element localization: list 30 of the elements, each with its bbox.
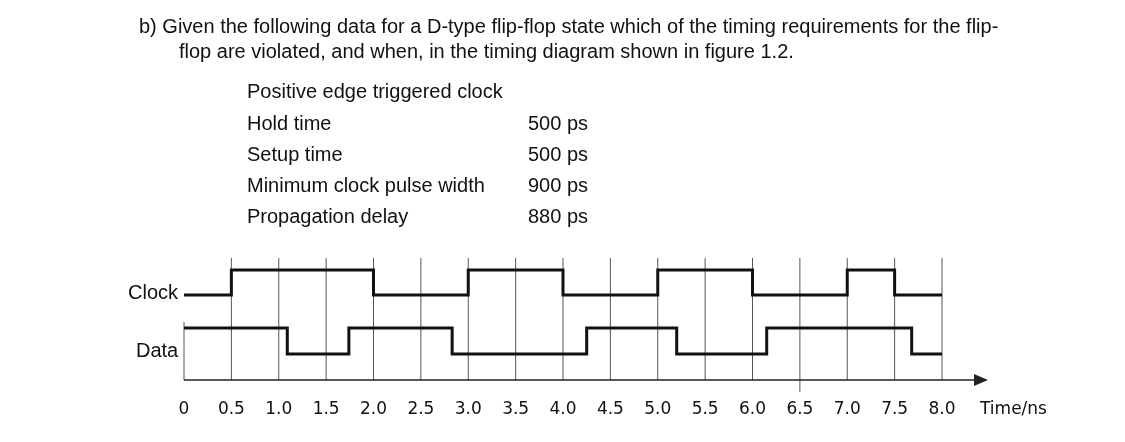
parameter-value: 500 ps <box>528 142 589 166</box>
tick-label: 3.5 <box>502 397 530 420</box>
parameter-value: 880 ps <box>528 204 589 228</box>
tick-label: 7.5 <box>881 397 909 420</box>
tick-label: 1.5 <box>312 397 340 420</box>
parameter-value: 900 ps <box>528 173 589 197</box>
tick-label: 6.5 <box>786 397 814 420</box>
tick-label: 2.0 <box>360 397 388 420</box>
tick-label: 4.5 <box>596 397 624 420</box>
spec-heading: Positive edge triggered clock <box>247 79 503 103</box>
parameter-name: Setup time <box>247 142 343 166</box>
tick-label: 6.0 <box>739 397 767 420</box>
tick-label: 1.0 <box>265 397 293 420</box>
parameter-name: Minimum clock pulse width <box>247 173 485 197</box>
signal-name: Clock <box>128 280 178 304</box>
tick-label: 5.5 <box>691 397 719 420</box>
tick-label: 4.0 <box>549 397 577 420</box>
tick-label: 5.0 <box>644 397 672 420</box>
tick-label: 7.0 <box>833 397 861 420</box>
tick-label: 2.5 <box>407 397 435 420</box>
question-text: b) Given the following data for a D-type flip-flop state which of the timing requirements for the flip-flop are violated, and when, in the timing diagram shown in figure 1.2. <box>139 14 1000 64</box>
tick-label: 8.0 <box>928 397 956 420</box>
parameter-name: Hold time <box>247 111 332 135</box>
parameter-value: 500 ps <box>528 111 589 135</box>
tick-label: 0.5 <box>217 397 245 420</box>
parameter-name: Propagation delay <box>247 204 409 228</box>
tick-label: 3.0 <box>454 397 482 420</box>
axis-title: Time/ns <box>980 397 1047 420</box>
signal-name: Data <box>136 338 179 362</box>
tick-label: 0 <box>178 397 190 420</box>
